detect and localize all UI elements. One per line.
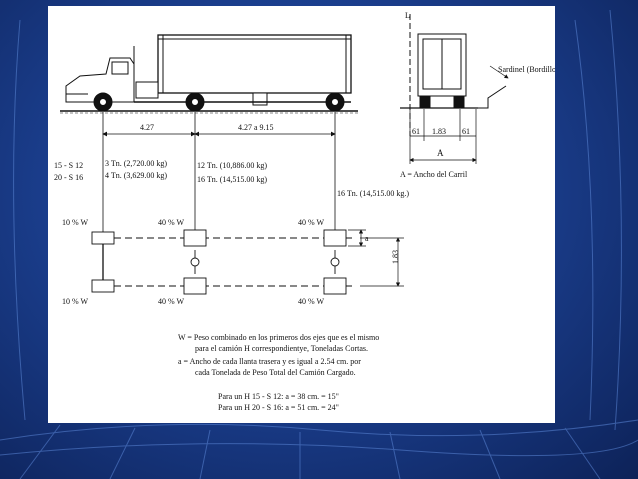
spacing-2-label: 4.27 a 9.15	[238, 123, 274, 132]
front-wheel	[93, 92, 113, 112]
truck-load-diagram: 4.27 4.27 a 9.15 L Sardinel (Bordillo 61…	[54, 11, 555, 412]
clearance-left: 61	[412, 127, 420, 136]
note-w-line1: W = Peso combinado en los primeros dos e…	[178, 333, 379, 342]
wheel-plan-view	[91, 229, 354, 295]
rear-wheel-top	[323, 229, 347, 247]
share-top-rear: 40 % W	[298, 218, 325, 227]
truck-side-view	[65, 34, 352, 112]
note-a-line2: cada Tonelada de Peso Total del Camión C…	[195, 368, 356, 377]
curb-label: Sardinel (Bordillo	[498, 65, 555, 74]
h20-label: 20 - S 16	[54, 173, 83, 182]
middle-wheel	[185, 92, 205, 112]
h15-front-load: 3 Tn. (2,720.00 kg)	[105, 159, 167, 168]
h20-front-load: 4 Tn. (3,629.00 kg)	[105, 171, 167, 180]
note-w-line2: para el camión H correspondientye, Tonel…	[195, 344, 368, 353]
spacing-1-label: 4.27	[140, 123, 154, 132]
h15-mid-load: 12 Tn. (10,886.00 kg)	[197, 161, 267, 170]
clearance-right: 61	[462, 127, 470, 136]
diagram-panel: 4.27 4.27 a 9.15 L Sardinel (Bordillo 61…	[48, 6, 555, 423]
mid-wheel-top	[183, 229, 207, 247]
share-top-mid: 40 % W	[158, 218, 185, 227]
track-width: 1.83	[391, 250, 400, 264]
trailer-box	[157, 34, 352, 94]
wheel-track-top: 1.83	[432, 127, 446, 136]
rear-wheel-bottom	[323, 277, 347, 295]
centerline-mark: L	[405, 11, 410, 20]
note-a-line1: a = Ancho de cada llanta trasera y es ig…	[178, 357, 361, 366]
lane-letter: A	[437, 148, 444, 158]
h20-mid-load: 16 Tn. (14,515.00 kg)	[197, 175, 267, 184]
case-h15: Para un H 15 - S 12: a = 38 cm. = 15"	[218, 392, 339, 401]
share-bottom-mid: 40 % W	[158, 297, 185, 306]
lane-definition: A = Ancho del Carril	[400, 170, 468, 179]
case-h20: Para un H 20 - S 16: a = 51 cm. = 24"	[218, 403, 339, 412]
rear-load: 16 Tn. (14,515.00 kg.)	[337, 189, 409, 198]
rear-wheel	[325, 92, 345, 112]
mid-wheel-bottom	[183, 277, 207, 295]
front-wheel-bottom	[91, 279, 115, 293]
truck-rear-view: L	[400, 11, 507, 136]
share-bottom-front: 10 % W	[62, 297, 89, 306]
tire-width-mark: a	[365, 234, 369, 243]
h15-label: 15 - S 12	[54, 161, 83, 170]
share-bottom-rear: 40 % W	[298, 297, 325, 306]
share-top-front: 10 % W	[62, 218, 89, 227]
front-wheel-top	[91, 231, 115, 245]
